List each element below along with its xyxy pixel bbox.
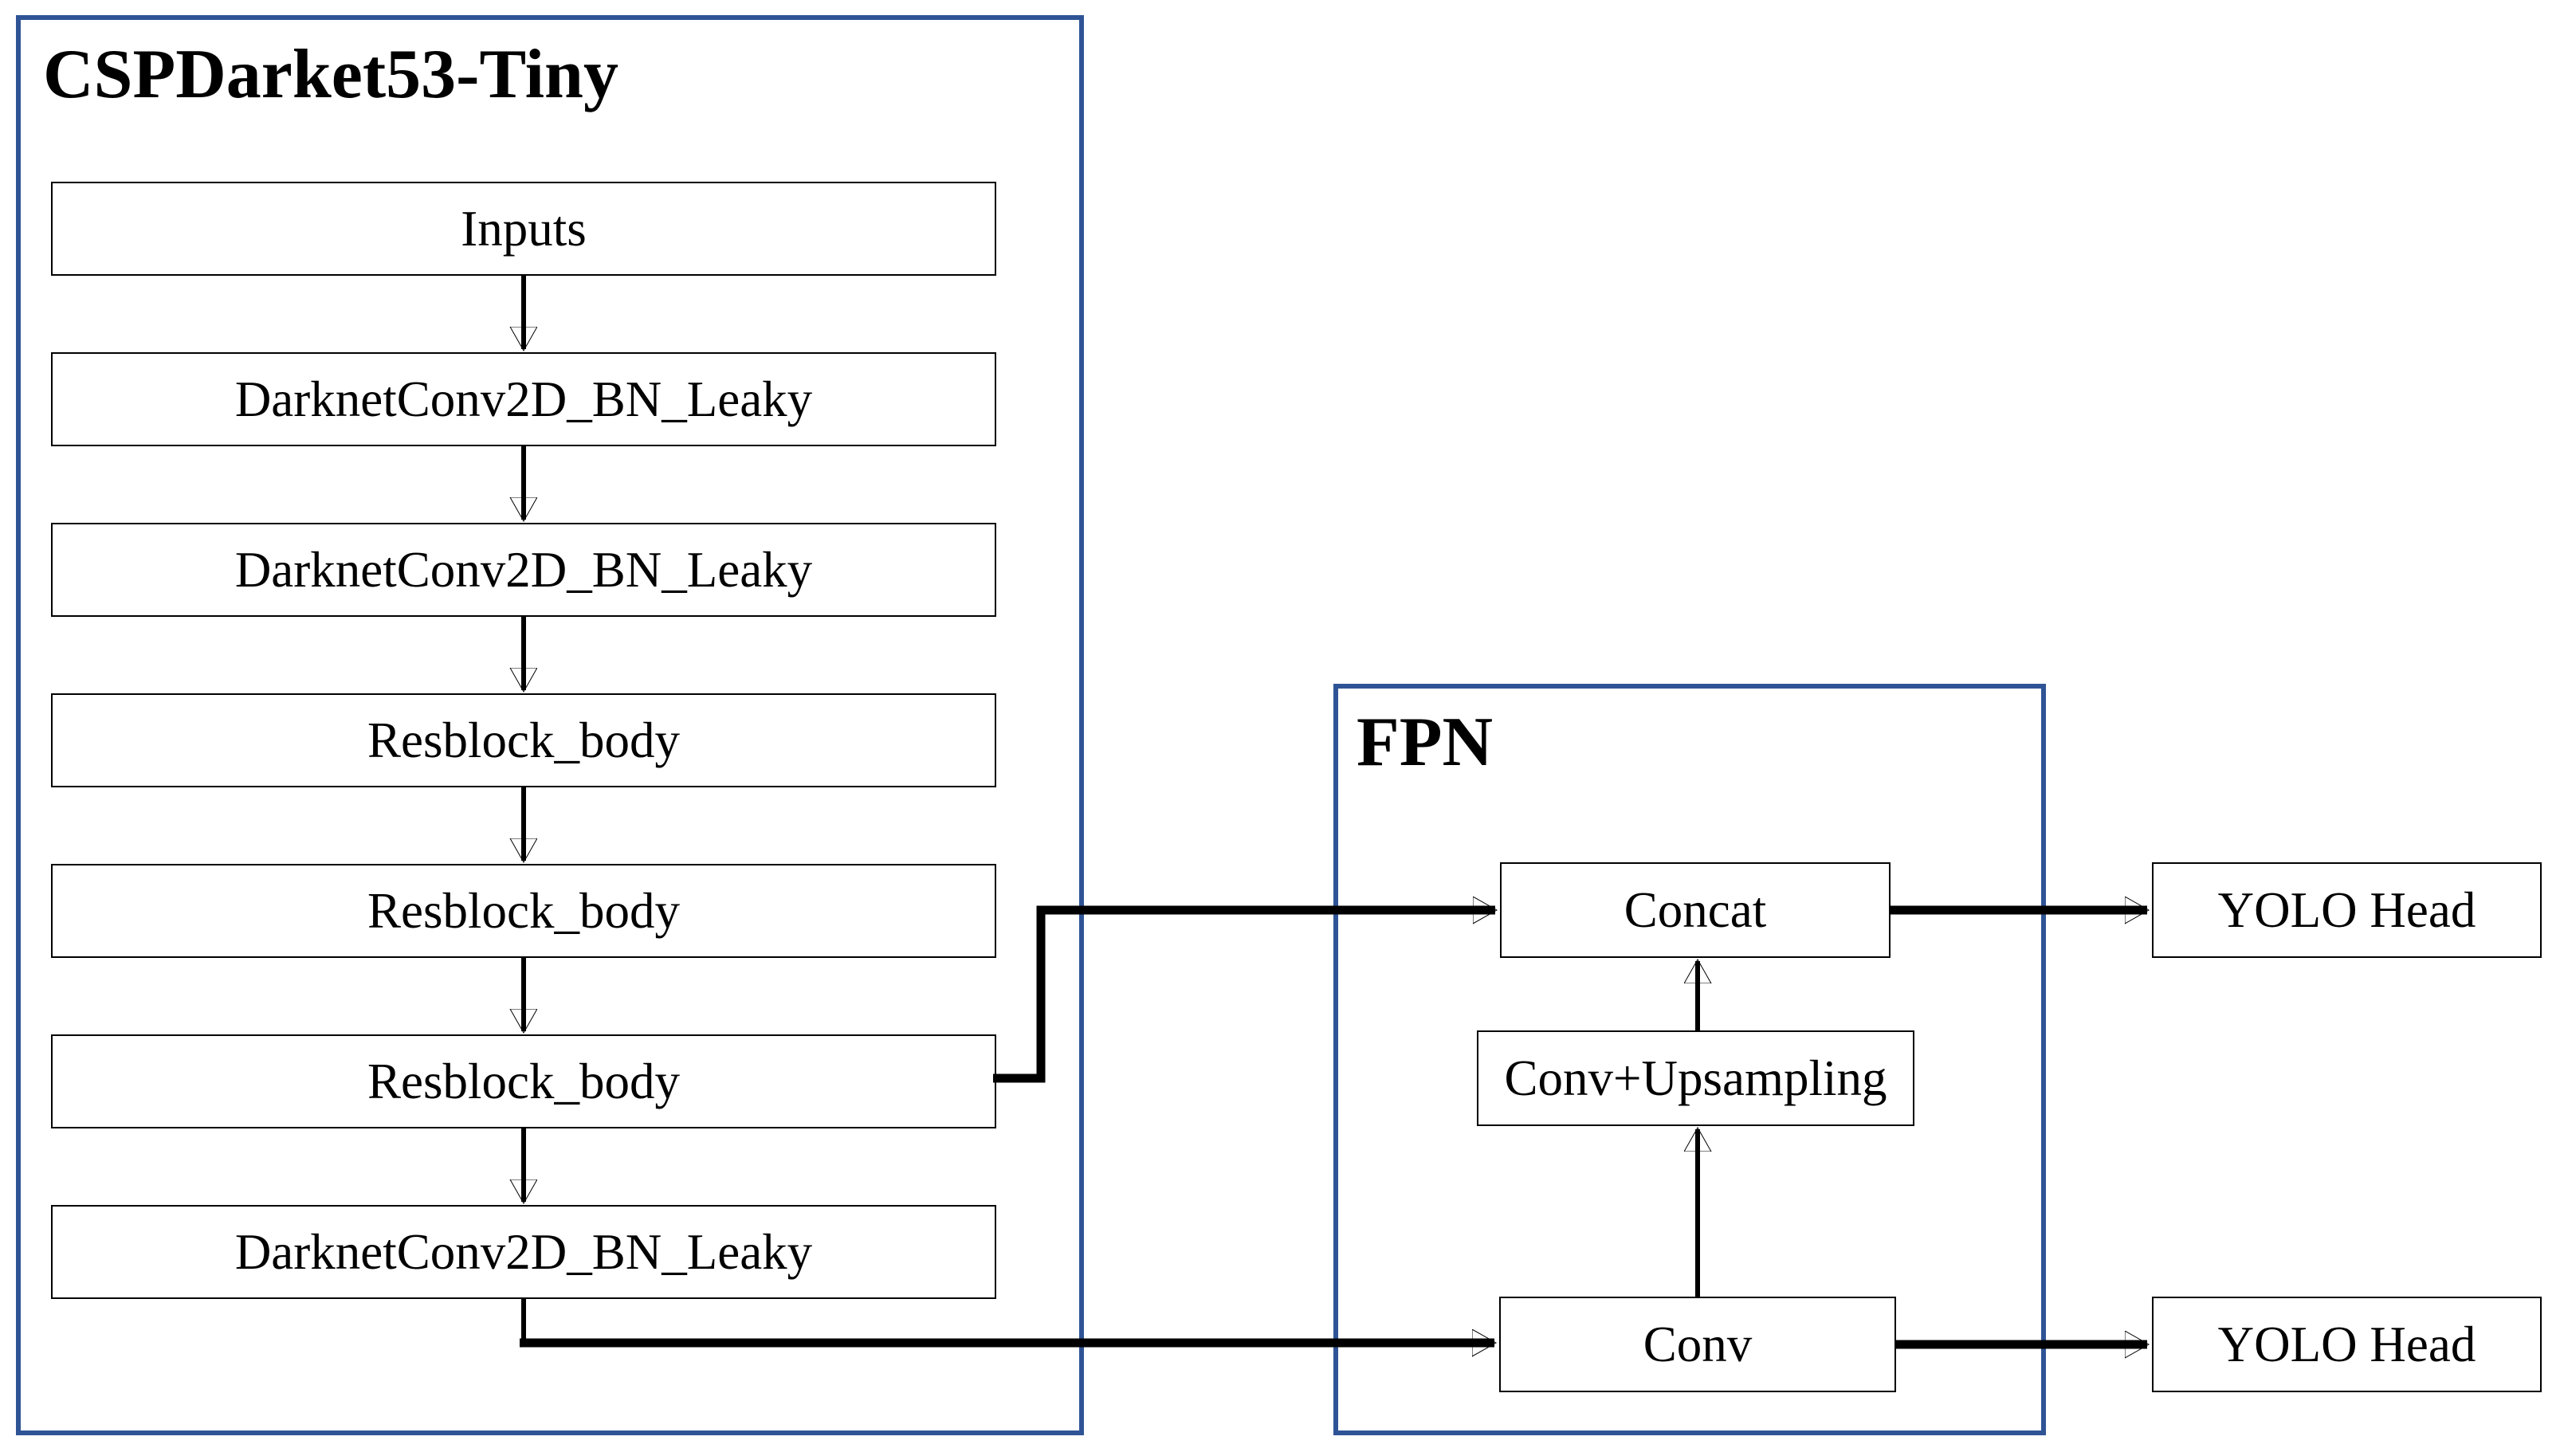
node-darknetconv-3: DarknetConv2D_BN_Leaky	[51, 1205, 996, 1299]
node-darknetconv-1: DarknetConv2D_BN_Leaky	[51, 352, 996, 446]
node-darknetconv-2: DarknetConv2D_BN_Leaky	[51, 523, 996, 617]
node-conv-upsampling: Conv+Upsampling	[1477, 1030, 1914, 1126]
node-conv: Conv	[1499, 1297, 1896, 1392]
node-resblock-1: Resblock_body	[51, 693, 996, 787]
backbone-group-title: CSPDarket53-Tiny	[43, 36, 618, 113]
node-inputs: Inputs	[51, 182, 996, 276]
node-yolo-head-bottom: YOLO Head	[2152, 1297, 2542, 1392]
node-yolo-head-top: YOLO Head	[2152, 862, 2542, 958]
backbone-group-box	[16, 15, 1084, 1435]
node-concat: Concat	[1500, 862, 1891, 958]
node-resblock-2: Resblock_body	[51, 864, 996, 958]
fpn-group-title: FPN	[1357, 704, 1494, 781]
node-resblock-3: Resblock_body	[51, 1034, 996, 1128]
